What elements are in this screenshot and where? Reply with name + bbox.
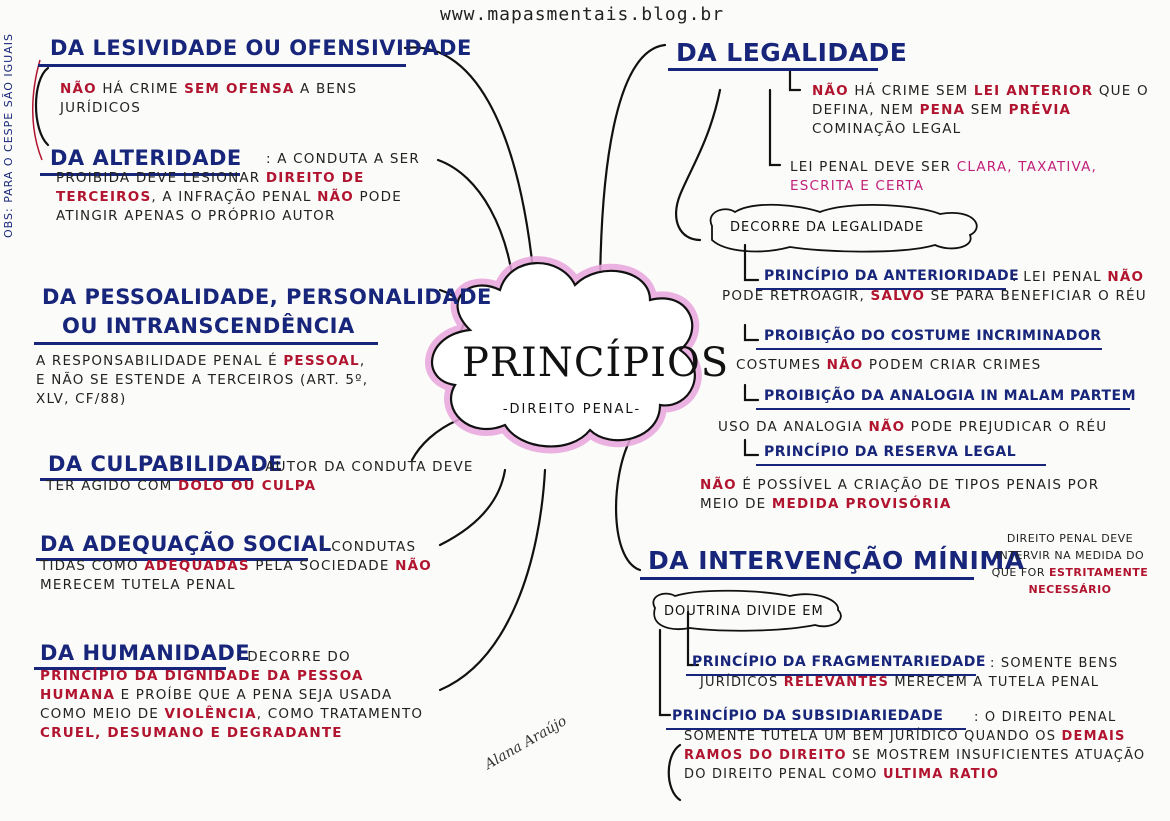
intervencao-text: DIREITO PENAL DEVE INTERVIR NA MEDIDA DO… <box>991 532 1149 596</box>
center-title: PRINCÍPIOS <box>462 340 730 386</box>
alteridade-title: DA ALTERIDADE <box>50 146 242 170</box>
costume-underline <box>756 348 1102 350</box>
fragmentariedade-text: : SOMENTE BENS JURÍDICOS RELEVANTES MERE… <box>700 656 1119 690</box>
fragmentariedade-title: PRINCÍPIO DA FRAGMENTARIEDADE <box>692 654 986 670</box>
alteridade-text: : A CONDUTA A SER PROIBIDA DEVE LESIONAR… <box>56 151 420 224</box>
bubble-decorre <box>709 203 978 253</box>
alteridade-underline <box>40 173 240 176</box>
cloud-outline <box>430 262 696 448</box>
legalidade-text-b: LEI PENAL DEVE SER CLARA, TAXATIVA, ESCR… <box>790 159 1098 194</box>
center-subtitle: -DIREITO PENAL- <box>502 402 642 417</box>
analogia-title: PROIBIÇÃO DA ANALOGIA IN MALAM PARTEM <box>764 388 1136 404</box>
costume-text: COSTUMES NÃO PODEM CRIAR CRIMES <box>736 357 1042 373</box>
subsidiariedade-text: : O DIREITO PENAL SOMENTE TUTELA UM BEM … <box>684 710 1146 782</box>
costume-title: PROIBIÇÃO DO COSTUME INCRIMINADOR <box>764 328 1102 344</box>
lesividade-underline <box>38 64 406 67</box>
pessoalidade-underline <box>34 342 378 345</box>
analogia-underline <box>756 408 1130 410</box>
pessoalidade-title-line2: OU INTRANSCENDÊNCIA <box>62 314 355 338</box>
fragmentariedade-underline <box>686 674 976 676</box>
reserva-legal-text: NÃO É POSSÍVEL A CRIAÇÃO DE TIPOS PENAIS… <box>700 477 1100 512</box>
humanidade-underline <box>34 667 226 670</box>
decorre-legalidade-label: DECORRE DA LEGALIDADE <box>730 220 925 235</box>
adequacao-underline <box>36 558 308 561</box>
adequacao-title: DA ADEQUAÇÃO SOCIAL <box>40 532 332 556</box>
legalidade-underline <box>668 68 878 71</box>
bubble-doutrina <box>652 589 842 632</box>
doutrina-divide-label: DOUTRINA DIVIDE EM <box>664 604 824 619</box>
culpabilidade-underline <box>40 478 252 481</box>
pessoalidade-title-line1: DA PESSOALIDADE, PERSONALIDADE <box>42 285 492 309</box>
adequacao-text: : CONDUTAS TIDAS COMO ADEQUADAS PELA SOC… <box>40 539 432 593</box>
reserva-legal-title: PRINCÍPIO DA RESERVA LEGAL <box>764 444 1017 460</box>
legalidade-title: DA LEGALIDADE <box>676 38 908 67</box>
analogia-text: USO DA ANALOGIA NÃO PODE PREJUDICAR O RÉ… <box>718 419 1108 435</box>
culpabilidade-title: DA CULPABILIDADE <box>48 452 284 476</box>
reserva-legal-underline <box>756 464 1046 466</box>
humanidade-title: DA HUMANIDADE <box>40 641 251 665</box>
lesividade-title: DA LESIVIDADE OU OFENSIVIDADE <box>50 36 472 60</box>
subsidiariedade-underline <box>666 728 966 730</box>
site-url: www.mapasmentais.blog.br <box>440 4 725 25</box>
legalidade-text-a: NÃO HÁ CRIME SEM LEI ANTERIOR QUE O DEFI… <box>812 83 1149 137</box>
anterioridade-underline <box>756 288 1006 290</box>
obs-note: OBS: PARA O CESPE SÃO IGUAIS <box>2 33 15 238</box>
pessoalidade-text: A RESPONSABILIDADE PENAL É PESSOAL, E NÃ… <box>36 353 369 407</box>
lesividade-text: NÃO HÁ CRIME SEM OFENSA A BENS JURÍDICOS <box>60 81 358 116</box>
culpabilidade-text: : AUTOR DA CONDUTA DEVE TER AGIDO COM DO… <box>46 459 474 494</box>
anterioridade-title: PRINCÍPIO DA ANTERIORIDADE <box>764 268 1020 284</box>
subsidiariedade-title: PRINCÍPIO DA SUBSIDIARIEDADE <box>672 708 944 724</box>
humanidade-text: : DECORRE DO PRINCÍPIO DA DIGNIDADE DA P… <box>40 649 424 741</box>
intervencao-title: DA INTERVENÇÃO MÍNIMA <box>648 546 1025 575</box>
anterioridade-text: : LEI PENAL NÃO PODE RETROAGIR, SALVO SE… <box>722 269 1147 304</box>
intervencao-underline <box>640 577 974 580</box>
